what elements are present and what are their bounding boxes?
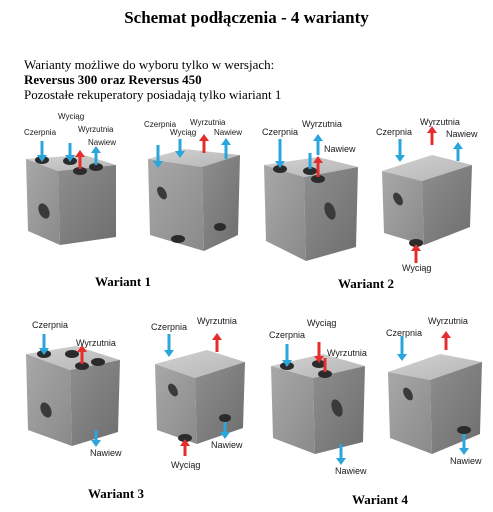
intro-line-2: Reversus 300 oraz Reversus 450 — [24, 72, 202, 87]
box-front — [271, 366, 315, 454]
unit-2b: Czerpnia Wyrzutnia Nawiew Wyciąg — [376, 117, 478, 273]
page-title: Schemat podłączenia - 4 warianty — [124, 8, 369, 27]
variant-3-label: Wariant 3 — [88, 486, 144, 501]
box-top — [155, 350, 245, 378]
box-front — [388, 372, 432, 454]
label-czerpnia: Czerpnia — [32, 320, 68, 330]
variant-1-label: Wariant 1 — [95, 274, 151, 289]
box-front — [26, 354, 72, 446]
label-nawiew: Nawiew — [335, 466, 367, 476]
label-nawiew: Nawiew — [214, 128, 242, 137]
label-czerpnia: Czerpnia — [24, 128, 57, 137]
label-czerpnia: Czerpnia — [269, 330, 305, 340]
box-side — [422, 165, 472, 245]
label-wyrzutnia: Wyrzutnia — [76, 338, 116, 348]
box-front — [148, 159, 204, 251]
label-czerpnia: Czerpnia — [144, 120, 177, 129]
label-wyciag: Wyciąg — [170, 128, 196, 137]
label-wyrzutnia: Wyrzutnia — [78, 125, 114, 134]
unit-1a: Czerpnia Wyciąg Wyrzutnia Nawiew — [24, 112, 116, 245]
label-czerpnia: Czerpnia — [386, 328, 422, 338]
label-nawiew: Nawiew — [90, 448, 122, 458]
label-czerpnia: Czerpnia — [151, 322, 187, 332]
label-czerpnia: Czerpnia — [376, 127, 412, 137]
box-front — [264, 165, 306, 261]
box-front — [26, 159, 60, 245]
box-side — [58, 165, 116, 245]
intro-line-3: Pozostałe rekuperatory posiadają tylko w… — [24, 87, 282, 102]
box-side — [70, 360, 120, 446]
variant-4-label: Wariant 4 — [352, 492, 408, 507]
label-wyrzutnia: Wyrzutnia — [197, 316, 237, 326]
box-side — [202, 155, 240, 251]
box-side — [195, 362, 245, 444]
port-nawiew — [89, 163, 103, 171]
box-top — [148, 149, 240, 167]
label-nawiew: Nawiew — [211, 440, 243, 450]
label-wyrzutnia: Wyrzutnia — [428, 316, 468, 326]
label-wyrzutnia: Wyrzutnia — [327, 348, 367, 358]
box-front — [382, 171, 424, 245]
label-wyciag: Wyciąg — [307, 318, 336, 328]
unit-1b: Czerpnia Wyciąg Wyrzutnia Nawiew — [144, 118, 242, 251]
label-nawiew: Nawiew — [446, 129, 478, 139]
unit-3b: Czerpnia Wyrzutnia Wyciąg Nawiew — [151, 316, 245, 470]
label-nawiew: Nawiew — [88, 138, 116, 147]
unit-3a: Czerpnia Wyrzutnia Nawiew — [26, 320, 122, 458]
unit-2a: Czerpnia Wyrzutnia Nawiew — [262, 119, 358, 261]
variant-2-label: Wariant 2 — [338, 276, 394, 291]
box-top — [382, 155, 472, 181]
box-top — [388, 354, 482, 380]
label-wyciag: Wyciąg — [58, 112, 84, 121]
box-front — [155, 364, 197, 444]
label-wyrzutnia: Wyrzutnia — [420, 117, 460, 127]
port-wyrzutnia — [73, 167, 87, 175]
label-wyciag: Wyciąg — [402, 263, 431, 273]
unit-4b: Czerpnia Wyrzutnia Nawiew — [386, 316, 482, 466]
intro-line-1: Warianty możliwe do wyboru tylko w wersj… — [24, 57, 275, 72]
label-wyrzutnia: Wyrzutnia — [302, 119, 342, 129]
unit-4a: Czerpnia Wyciąg Wyrzutnia Nawiew — [269, 318, 367, 476]
label-wyrzutnia: Wyrzutnia — [190, 118, 226, 127]
label-wyciag: Wyciąg — [171, 460, 200, 470]
label-czerpnia: Czerpnia — [262, 127, 298, 137]
label-nawiew: Nawiew — [324, 144, 356, 154]
intro-text: Warianty możliwe do wyboru tylko w wersj… — [24, 57, 281, 102]
label-nawiew: Nawiew — [450, 456, 482, 466]
